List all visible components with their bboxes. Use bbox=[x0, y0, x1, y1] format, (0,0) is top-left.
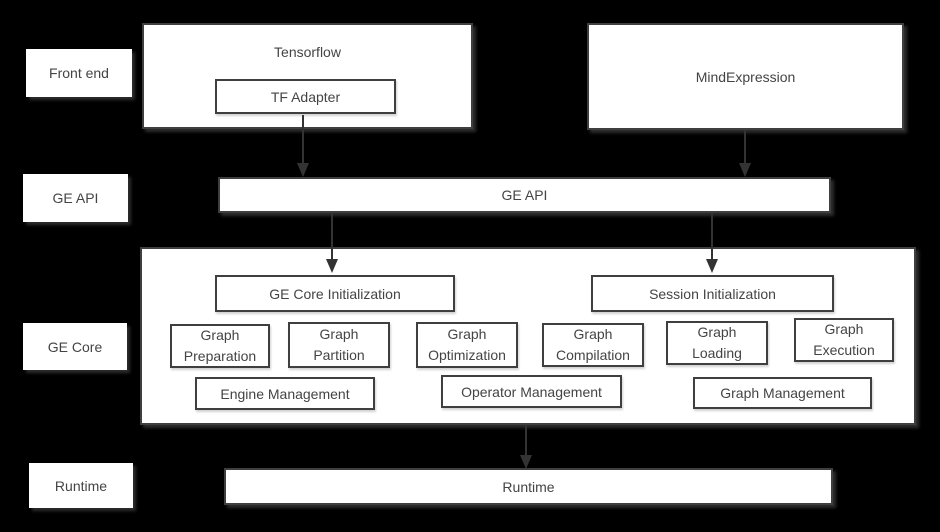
arrow-ge-api-to-session-initialization bbox=[706, 213, 718, 273]
row-label-ge-api: GE API bbox=[23, 174, 128, 222]
ge-api-bar: GE API bbox=[218, 177, 831, 213]
operator-management-box: Operator Management bbox=[441, 375, 622, 408]
tensorflow-title: Tensorflow bbox=[274, 44, 341, 60]
arrow-tf-adapter-to-ge-api bbox=[297, 115, 309, 177]
arrow-head-icon bbox=[739, 163, 751, 177]
arrow-line bbox=[525, 425, 527, 455]
runtime-bar: Runtime bbox=[224, 468, 833, 505]
graph-management-box: Graph Management bbox=[693, 377, 872, 409]
ge-core-initialization-box: GE Core Initialization bbox=[215, 275, 455, 312]
arrow-mindexpression-to-ge-api bbox=[739, 130, 751, 177]
row-label-front-end: Front end bbox=[26, 49, 132, 97]
arrow-head-icon bbox=[520, 455, 532, 469]
arrow-line bbox=[744, 130, 746, 163]
arrow-ge-api-to-ge-core-initialization bbox=[326, 213, 338, 273]
arrow-head-icon bbox=[326, 259, 338, 273]
graph-preparation-box: Graph Preparation bbox=[170, 324, 270, 368]
arrow-ge-core-to-runtime bbox=[520, 425, 532, 469]
ge-core-box: GE Core Initialization Session Initializ… bbox=[140, 247, 916, 425]
graph-compilation-box: Graph Compilation bbox=[542, 323, 644, 367]
arrow-head-icon bbox=[297, 163, 309, 177]
row-label-runtime: Runtime bbox=[29, 463, 133, 508]
arrow-line bbox=[302, 115, 304, 163]
graph-optimization-box: Graph Optimization bbox=[416, 322, 518, 368]
arrow-line bbox=[331, 213, 333, 259]
mindexpression-box: MindExpression bbox=[587, 23, 904, 130]
tensorflow-box: Tensorflow TF Adapter bbox=[142, 23, 473, 129]
arrow-line bbox=[711, 213, 713, 259]
engine-management-box: Engine Management bbox=[195, 377, 375, 410]
arrow-head-icon bbox=[706, 259, 718, 273]
graph-loading-box: Graph Loading bbox=[666, 321, 768, 365]
tf-adapter-box: TF Adapter bbox=[215, 79, 396, 114]
session-initialization-box: Session Initialization bbox=[591, 275, 834, 312]
graph-execution-box: Graph Execution bbox=[794, 318, 894, 362]
graph-partition-box: Graph Partition bbox=[288, 322, 390, 368]
row-label-ge-core: GE Core bbox=[23, 323, 127, 370]
